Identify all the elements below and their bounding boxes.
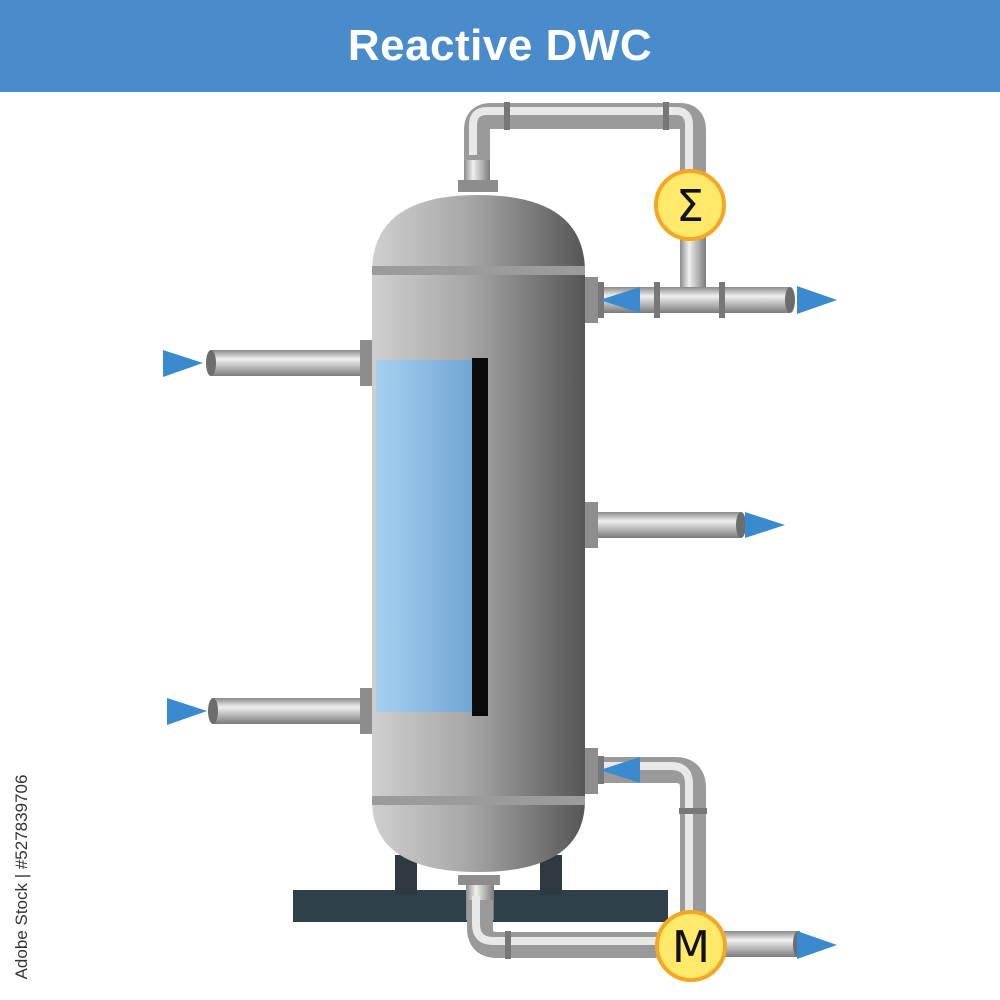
- condenser: Σ: [654, 169, 726, 241]
- title-banner: Reactive DWC: [0, 0, 1000, 92]
- arrow-right-icon: [797, 286, 837, 314]
- arrow-left-icon: [600, 757, 640, 783]
- page-title: Reactive DWC: [347, 21, 653, 70]
- reboiler-icon: M: [672, 922, 710, 973]
- arrow-left-icon: [600, 287, 640, 313]
- arrow-right-icon: [167, 698, 207, 725]
- overhead-pipe: [458, 102, 706, 192]
- stock-id-label: Adobe Stock | #527839706: [12, 774, 31, 980]
- arrow-right-icon: [163, 350, 203, 377]
- bottoms-pipe: [458, 875, 803, 959]
- condenser-icon: Σ: [676, 181, 704, 232]
- column-vessel: [372, 195, 585, 872]
- reaction-zone: [376, 360, 476, 712]
- feed-pipe-lower: [208, 688, 374, 734]
- dividing-wall: [472, 358, 488, 716]
- feed-pipe-upper: [206, 340, 374, 386]
- side-draw-pipe: [584, 502, 746, 548]
- arrow-right-icon: [797, 931, 837, 959]
- reboiler: M: [655, 910, 727, 982]
- arrow-right-icon: [745, 512, 785, 538]
